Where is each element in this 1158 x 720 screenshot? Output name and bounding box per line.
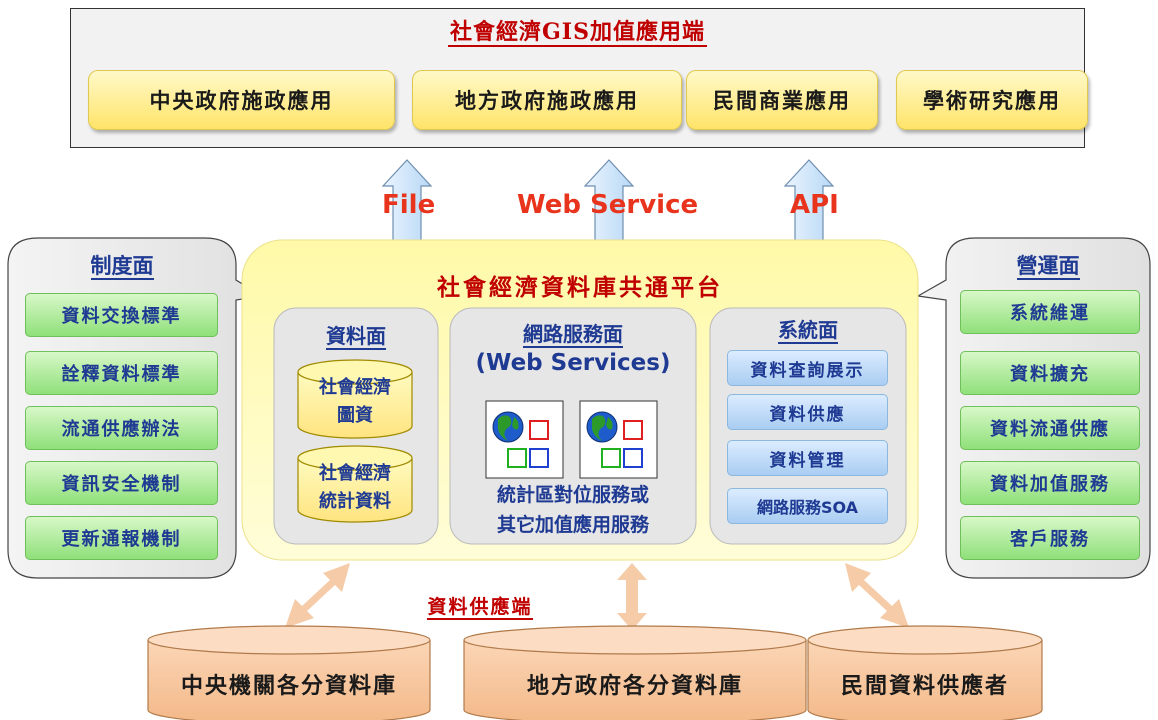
supply-databases <box>147 625 1043 720</box>
system-item-label: 網路服務SOA <box>756 498 859 517</box>
system-item: 資料供應 <box>727 394 888 430</box>
data-side-title: 資料面 <box>326 324 386 350</box>
cylinder-label-line: 社會經濟 <box>319 463 391 484</box>
globe-icon <box>586 411 618 443</box>
interface-label-file: File <box>382 190 436 220</box>
app-box-commercial: 民間商業應用 <box>686 70 878 130</box>
web-service-title: 網路服務面 <box>523 322 623 348</box>
web-service-icon-2 <box>582 403 656 477</box>
institutional-item: 更新通報機制 <box>25 516 218 560</box>
web-service-icon-1 <box>488 403 562 477</box>
arrow-file <box>381 159 433 243</box>
app-box-local-gov: 地方政府施政應用 <box>412 70 682 130</box>
database-local-government: 地方政府各分資料庫 <box>526 673 743 699</box>
globe-icon <box>492 411 524 443</box>
supply-arrows <box>285 563 909 630</box>
app-box-central-gov: 中央政府施政應用 <box>88 70 395 130</box>
system-item: 資料管理 <box>727 440 888 476</box>
interface-arrows <box>381 159 835 243</box>
institutional-item: 資料交換標準 <box>25 293 218 337</box>
web-service-icon-card-1 <box>485 400 564 479</box>
caption-line: 統計區對位服務或 <box>496 484 649 506</box>
operations-item: 資料加值服務 <box>960 461 1140 505</box>
web-service-panel <box>449 307 697 545</box>
database-central-agencies: 中央機關各分資料庫 <box>180 673 397 699</box>
institutional-item: 流通供應辦法 <box>25 406 218 450</box>
arrow-api <box>783 159 835 243</box>
institutional-item: 資訊安全機制 <box>25 461 218 505</box>
cylinder-label-line: 社會經濟 <box>319 377 391 398</box>
operations-item: 資料流通供應 <box>960 406 1140 450</box>
web-service-icon-card-2 <box>579 400 658 479</box>
operations-item: 客戶服務 <box>960 516 1140 560</box>
system-item: 資料查詢展示 <box>727 350 888 386</box>
cylinder-statistics-data: 社會經濟 統計資料 <box>298 460 412 516</box>
web-service-caption: 統計區對位服務或 其它加值應用服務 <box>450 480 696 540</box>
institutional-item: 詮釋資料標準 <box>25 351 218 395</box>
cylinder-map-data: 社會經濟 圖資 <box>298 374 412 430</box>
grid-squares-icon <box>507 420 549 468</box>
arrow-web-service <box>583 159 635 243</box>
value-added-title: 社會經濟GIS加值應用端 <box>448 19 707 47</box>
cylinder-label-line: 統計資料 <box>319 491 391 512</box>
database-private-suppliers: 民間資料供應者 <box>840 673 1009 699</box>
interface-label-web-service: Web Service <box>517 190 699 220</box>
operations-item: 資料擴充 <box>960 351 1140 395</box>
grid-squares-icon <box>601 420 643 468</box>
interface-label-api: API <box>790 190 839 220</box>
data-cylinders <box>297 359 413 523</box>
web-service-subtitle: (Web Services) <box>475 350 671 376</box>
operations-title: 營運面 <box>1016 253 1080 280</box>
system-side-title: 系統面 <box>778 318 838 344</box>
supply-title: 資料供應端 <box>427 596 533 620</box>
app-box-academic: 學術研究應用 <box>896 70 1088 130</box>
system-item-soa: 網路服務SOA <box>727 488 888 524</box>
institutional-title: 制度面 <box>90 253 154 280</box>
cylinder-label-line: 圖資 <box>337 405 373 426</box>
caption-line: 其它加值應用服務 <box>496 514 649 536</box>
operations-item: 系統維運 <box>960 290 1140 334</box>
platform-title: 社會經濟資料庫共通平台 <box>437 274 723 301</box>
